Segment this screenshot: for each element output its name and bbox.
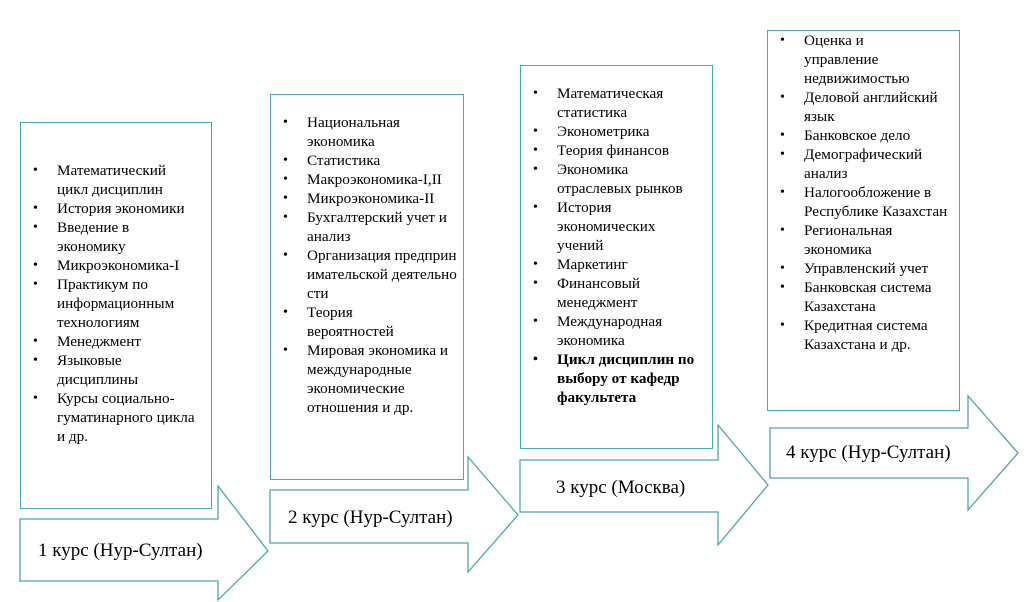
discipline-item: Математическая статистика: [521, 84, 712, 122]
discipline-item: История экономических учений: [521, 198, 712, 255]
discipline-item: Математический цикл дисциплин: [21, 161, 211, 199]
course-3-disciplines-box: Математическая статистика Эконометрика Т…: [520, 65, 713, 449]
discipline-item: Маркетинг: [521, 255, 712, 274]
discipline-item: Бухгалтерский учет и анализ: [271, 208, 463, 246]
course-2-arrow: [269, 455, 519, 574]
discipline-item: Международная экономика: [521, 312, 712, 350]
course-1-disciplines-box: Математический цикл дисциплин История эк…: [20, 122, 212, 509]
discipline-item: Организация предпринимательской деятельн…: [271, 246, 463, 303]
course-3-arrow: [519, 423, 769, 547]
discipline-item: Курсы социально-гуматинарного цикла и др…: [21, 389, 211, 446]
course-1-label: 1 курс (Нур-Султан): [38, 540, 203, 561]
discipline-item: Деловой английский язык: [768, 88, 959, 126]
course-2-label: 2 курс (Нур-Султан): [288, 507, 453, 528]
discipline-item: Кредитная система Казахстана и др.: [768, 316, 959, 354]
course-3-discipline-list: Математическая статистика Эконометрика Т…: [521, 84, 712, 407]
discipline-item: Экономика отраслевых рынков: [521, 160, 712, 198]
course-4-discipline-list: Оценка и управление недвижимостью Делово…: [768, 31, 959, 354]
discipline-item: Эконометрика: [521, 122, 712, 141]
discipline-item-elective: Цикл дисциплин по выбору от кафедр факул…: [521, 350, 712, 407]
course-3-label: 3 курс (Москва): [556, 477, 686, 498]
discipline-item: Налогообложение в Республике Казахстан: [768, 183, 959, 221]
discipline-item: Менеджмент: [21, 332, 211, 351]
course-4-arrow: [769, 394, 1019, 512]
discipline-item: Банковская система Казахстана: [768, 278, 959, 316]
course-4-disciplines-box: Оценка и управление недвижимостью Делово…: [767, 30, 960, 411]
discipline-item: Теория финансов: [521, 141, 712, 160]
discipline-item: Оценка и управление недвижимостью: [768, 31, 959, 88]
course-2-discipline-list: Национальная экономика Статистика Макроэ…: [271, 113, 463, 417]
discipline-item: Финансовый менеджмент: [521, 274, 712, 312]
discipline-item: История экономики: [21, 199, 211, 218]
discipline-item: Национальная экономика: [271, 113, 463, 151]
discipline-item: Демографический анализ: [768, 145, 959, 183]
discipline-item: Теория вероятностей: [271, 303, 463, 341]
discipline-item: Микроэкономика-I: [21, 256, 211, 275]
discipline-item: Управленский учет: [768, 259, 959, 278]
discipline-item: Практикум по информационным технологиям: [21, 275, 211, 332]
discipline-item: Языковые дисциплины: [21, 351, 211, 389]
discipline-item: Статистика: [271, 151, 463, 170]
course-1-arrow: [19, 484, 269, 602]
discipline-item: Банковское дело: [768, 126, 959, 145]
discipline-item: Мировая экономика и международные эконом…: [271, 341, 463, 417]
course-2-disciplines-box: Национальная экономика Статистика Макроэ…: [270, 94, 464, 480]
discipline-item: Микроэкономика-II: [271, 189, 463, 208]
course-4-label: 4 курс (Нур-Султан): [786, 442, 951, 463]
discipline-item: Региональная экономика: [768, 221, 959, 259]
course-1-discipline-list: Математический цикл дисциплин История эк…: [21, 161, 211, 446]
discipline-item: Макроэкономика-I,II: [271, 170, 463, 189]
discipline-item: Введение в экономику: [21, 218, 211, 256]
